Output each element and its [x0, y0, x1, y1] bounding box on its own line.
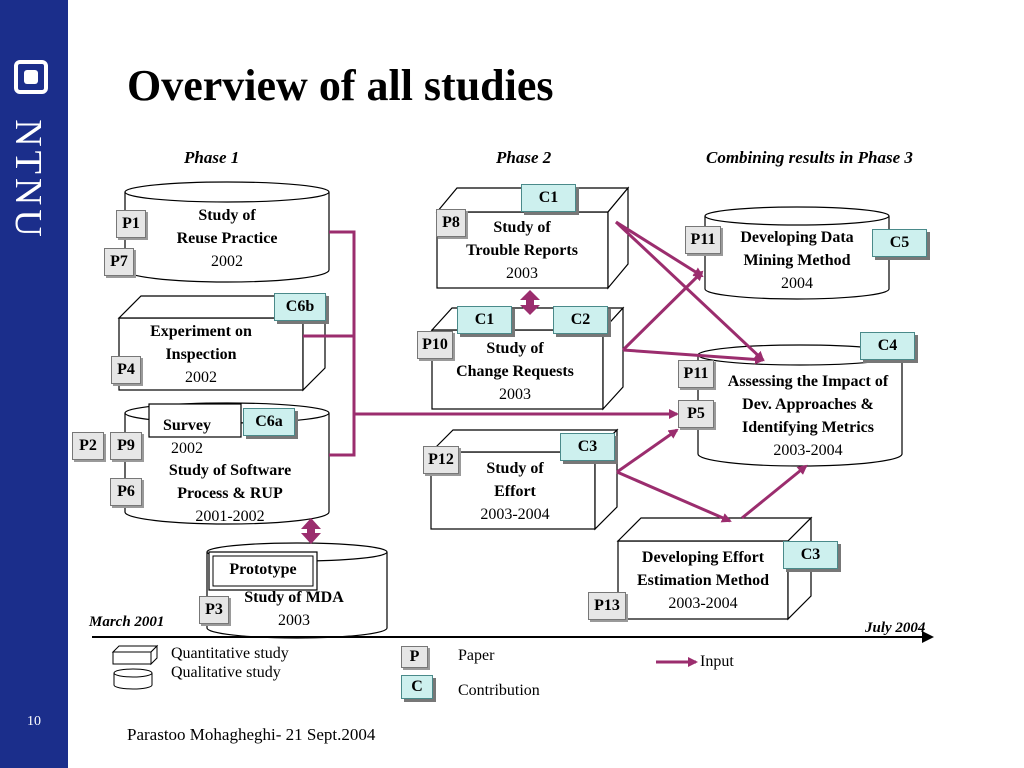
study-year: 2003-2004	[668, 595, 738, 612]
paper-tag-p2: P2	[72, 432, 104, 460]
ntnu-logo-icon	[14, 60, 48, 94]
study-year: 2003	[499, 386, 531, 403]
study-reuse-practice: Study of Reuse Practice 2002	[145, 204, 309, 273]
paper-tag-p11-assessing: P11	[678, 360, 714, 388]
study-year: 2002	[171, 440, 203, 457]
study-title-line: Study of Software	[168, 462, 292, 479]
legend-contribution-icon: C	[401, 675, 433, 699]
study-year: 2004	[781, 275, 813, 292]
survey-label: Survey	[163, 417, 211, 434]
phase3-heading: Combining results in Phase 3	[706, 148, 913, 167]
footer-author: Parastoo Mohagheghi- 21 Sept.2004	[127, 725, 376, 744]
study-title-line: Study of	[486, 340, 544, 357]
study-year: 2003-2004	[480, 506, 550, 523]
study-title-line: Inspection	[165, 346, 237, 363]
paper-tag-p10: P10	[417, 331, 453, 359]
legend-qualitative-icon	[113, 668, 153, 690]
legend-input-label: Input	[700, 653, 734, 670]
contribution-tag-c3-estimation: C3	[783, 541, 838, 569]
paper-tag-p5: P5	[678, 400, 714, 428]
paper-tag-p13: P13	[588, 592, 626, 620]
study-assessing-impact: Assessing the Impact of Dev. Approaches …	[708, 370, 908, 462]
study-title-line: Change Requests	[456, 363, 574, 380]
contribution-tag-c1-change: C1	[457, 306, 512, 334]
study-year: 2001-2002	[195, 508, 265, 525]
legend-paper-label: Paper	[458, 647, 495, 664]
legend-quantitative-icon	[111, 644, 159, 666]
double-arrow-process-mda	[301, 518, 321, 544]
study-mda: Study of MDA 2003	[224, 586, 364, 632]
phase1-heading: Phase 1	[184, 148, 240, 167]
sidebar: NTNU 10	[0, 0, 68, 768]
paper-tag-p1: P1	[116, 210, 146, 238]
study-title-line: Study of MDA	[244, 589, 344, 606]
box-inspection	[117, 294, 327, 392]
paper-tag-p12: P12	[423, 446, 459, 474]
study-title-line: Developing Data	[740, 229, 854, 246]
legend-quantitative-label: Quantitative study	[171, 645, 289, 662]
study-effort-estimation: Developing Effort Estimation Method 2003…	[618, 546, 788, 615]
prototype-box	[208, 551, 318, 591]
contribution-tag-c6a: C6a	[243, 408, 295, 436]
study-trouble-reports: Study of Trouble Reports 2003	[446, 216, 598, 285]
study-title-line: Estimation Method	[637, 572, 769, 589]
contribution-tag-c6b: C6b	[274, 293, 326, 321]
legend-paper-icon: P	[401, 646, 428, 668]
study-title-line: Dev. Approaches &	[742, 396, 874, 413]
study-title-line: Effort	[494, 483, 536, 500]
study-title-line: Process & RUP	[177, 485, 283, 502]
study-year: 2003	[506, 265, 538, 282]
slide-number: 10	[27, 714, 41, 729]
paper-tag-p3: P3	[199, 596, 229, 624]
phase1-connector	[303, 230, 356, 457]
cylinder-reuse-practice	[124, 181, 330, 283]
paper-tag-p6: P6	[110, 478, 142, 506]
legend-qualitative-label: Qualitative study	[171, 664, 281, 681]
paper-tag-p7: P7	[104, 248, 134, 276]
input-arrows	[354, 220, 808, 523]
study-title-line: Assessing the Impact of	[727, 373, 889, 390]
contribution-tag-c4: C4	[860, 332, 915, 360]
prototype-inner-border	[212, 555, 314, 587]
contribution-tag-c3-effort: C3	[560, 433, 615, 461]
study-inspection: Experiment on Inspection 2002	[119, 320, 283, 389]
double-arrow-trouble-change	[520, 290, 540, 315]
study-data-mining: Developing Data Mining Method 2004	[722, 226, 872, 295]
study-title-line: Study of	[198, 207, 256, 224]
paper-tag-p8: P8	[436, 209, 466, 237]
study-title-line: Study of	[493, 219, 551, 236]
phase2-heading: Phase 2	[496, 148, 552, 167]
legend-contribution-label: Contribution	[458, 682, 540, 699]
study-year: 2002	[185, 369, 217, 386]
prototype-text: Prototype	[229, 561, 297, 578]
study-change-requests: Study of Change Requests 2003	[439, 337, 591, 406]
survey-box	[148, 403, 242, 438]
cylinder-data-mining	[704, 206, 890, 300]
timeline-start-date: March 2001	[89, 614, 165, 630]
paper-tag-p9: P9	[110, 432, 142, 460]
study-year: 2003-2004	[773, 442, 843, 459]
study-survey: Survey 2002	[149, 414, 225, 460]
study-title-line: Mining Method	[743, 252, 851, 269]
study-year: 2003	[278, 612, 310, 629]
study-title-line: Reuse Practice	[176, 230, 278, 247]
contribution-tag-c5: C5	[872, 229, 927, 257]
study-title-line: Developing Effort	[641, 549, 765, 566]
paper-tag-p11-datamining: P11	[685, 226, 721, 254]
contribution-tag-c2: C2	[553, 306, 608, 334]
study-software-process: Study of Software Process & RUP 2001-200…	[145, 459, 315, 528]
contribution-tag-c1-trouble: C1	[521, 184, 576, 212]
prototype-label: Prototype	[213, 558, 313, 581]
study-title-line: Trouble Reports	[466, 242, 578, 259]
study-title-line: Identifying Metrics	[742, 419, 874, 436]
study-effort: Study of Effort 2003-2004	[450, 457, 580, 526]
timeline-end-date: July 2004	[865, 620, 926, 636]
page-title: Overview of all studies	[127, 61, 554, 110]
paper-tag-p4: P4	[111, 356, 141, 384]
study-title-line: Experiment on	[150, 323, 252, 340]
study-title-line: Study of	[486, 460, 544, 477]
study-year: 2002	[211, 253, 243, 270]
